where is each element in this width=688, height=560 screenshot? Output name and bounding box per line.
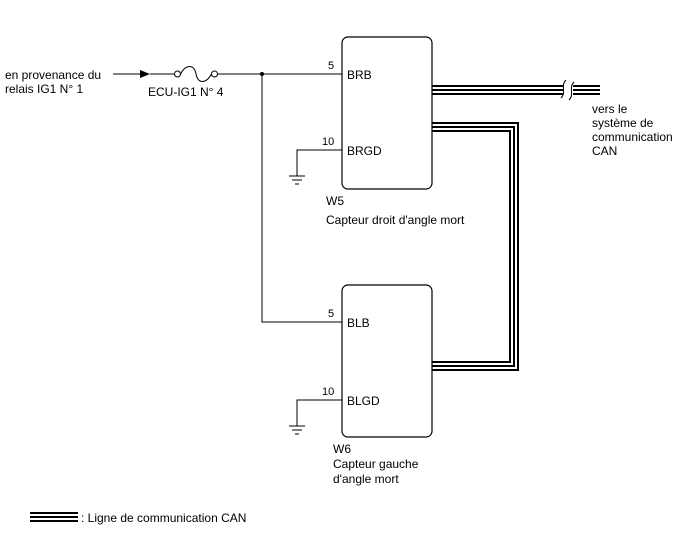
input-arrow-icon <box>140 70 150 78</box>
w5-pin2-number: 10 <box>322 136 334 148</box>
w6-ground-wire <box>296 399 342 426</box>
w6-connector-code: W6 <box>333 442 351 456</box>
power-wire-w6 <box>261 74 342 323</box>
fuse-symbol-icon <box>174 66 218 82</box>
destination-label-line4: CAN <box>592 144 617 158</box>
source-label-line1: en provenance du <box>5 68 101 82</box>
legend-can-line-icon <box>30 512 78 522</box>
can-bus-to-destination <box>432 85 600 95</box>
w6-pin1-name: BLB <box>347 316 370 330</box>
destination-label-line2: système de <box>592 116 654 130</box>
w5-sensor-box <box>341 36 433 190</box>
w6-sensor-box <box>341 284 433 438</box>
destination-label-line3: communication <box>592 130 673 144</box>
source-label-line2: relais IG1 N° 1 <box>5 82 83 96</box>
ground-icon <box>289 175 305 185</box>
w5-pin1-name: BRB <box>347 68 372 82</box>
w5-pin2-name: BRGD <box>347 144 382 158</box>
w6-pin1-number: 5 <box>328 308 334 320</box>
w5-pin1-number: 5 <box>328 60 334 72</box>
w5-component-name: Capteur droit d'angle mort <box>326 213 465 227</box>
w6-pin2-name: BLGD <box>347 394 380 408</box>
fuse-label: ECU-IG1 N° 4 <box>148 85 224 99</box>
w5-connector-code: W5 <box>326 194 344 208</box>
legend-label: : Ligne de communication CAN <box>81 511 246 525</box>
w6-component-name-line1: Capteur gauche <box>333 457 419 471</box>
w6-component-name-line2: d'angle mort <box>333 472 399 486</box>
w5-ground-wire <box>296 149 342 176</box>
destination-label-line1: vers le <box>592 102 628 116</box>
can-bus-w5-w6 <box>432 122 519 371</box>
w6-pin2-number: 10 <box>322 386 334 398</box>
wire-break-icon <box>560 79 575 101</box>
ground-icon <box>289 425 305 435</box>
